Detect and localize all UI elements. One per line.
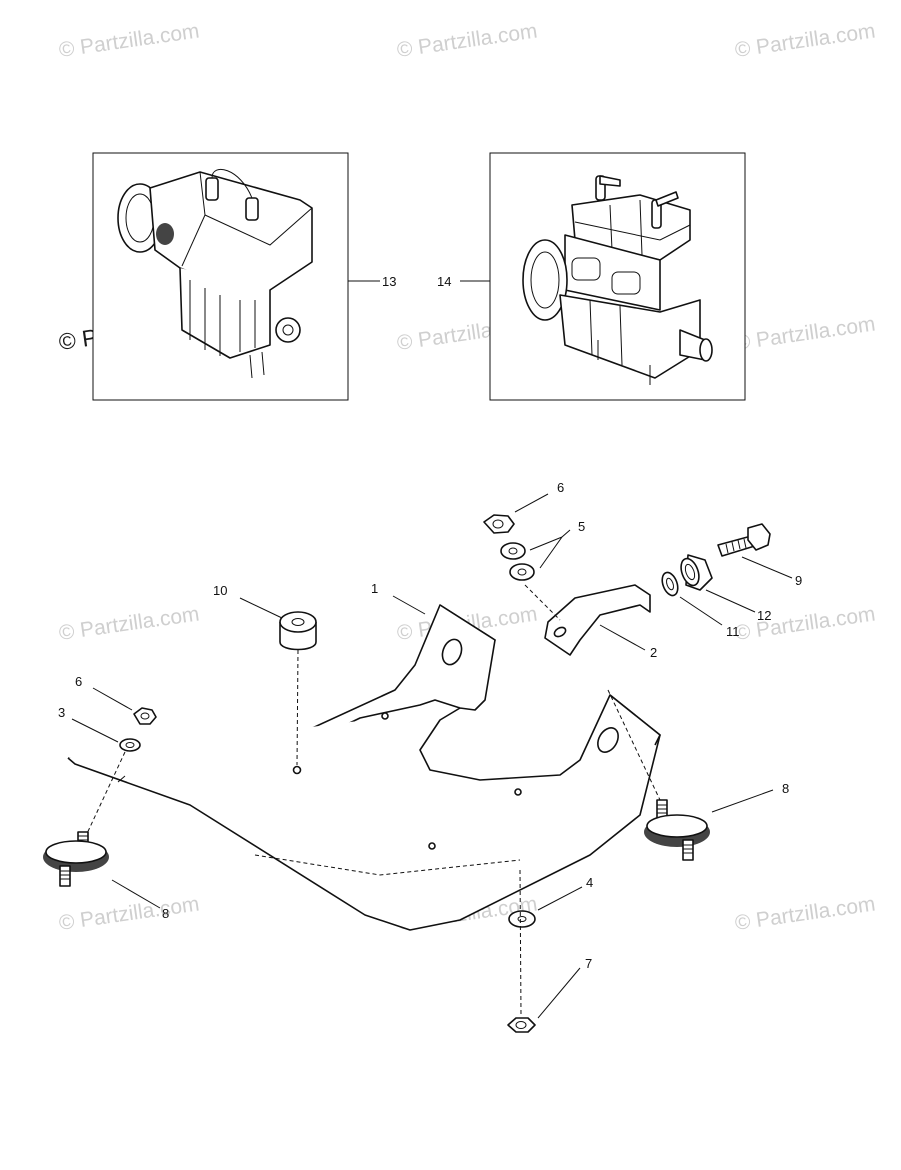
- nut-6-top[interactable]: [483, 514, 515, 534]
- bracket-2[interactable]: [544, 584, 651, 656]
- leader-4: [537, 886, 583, 911]
- rubber-mount-8-right[interactable]: [644, 799, 710, 861]
- callout-10: 10: [213, 583, 227, 598]
- leader-6-left: [92, 687, 133, 711]
- lock-washers-5[interactable]: [500, 542, 535, 581]
- callout-4: 4: [586, 875, 593, 890]
- callout-11: 11: [726, 624, 740, 639]
- spacer-12[interactable]: [678, 554, 713, 591]
- callout-9: 9: [795, 573, 802, 588]
- leader-10: [239, 597, 283, 619]
- rubber-mount-8-left[interactable]: [43, 831, 109, 887]
- leader-8-left: [111, 879, 161, 909]
- washer-11[interactable]: [659, 570, 680, 597]
- nut-6-left[interactable]: [133, 707, 157, 725]
- centerline-bracket: [524, 584, 561, 621]
- callout-5: 5: [578, 519, 585, 534]
- leader-2: [599, 624, 646, 651]
- leader-8-right: [711, 789, 774, 813]
- callout-12: 12: [757, 608, 771, 623]
- engine-mount-plate[interactable]: [67, 604, 661, 931]
- leader-7: [537, 967, 581, 1019]
- centerline-left-mount: [83, 751, 126, 841]
- centerline-right-mount: [607, 689, 661, 801]
- engine-13-panel[interactable]: 13: [92, 152, 396, 401]
- watermark: © Partzilla.com: [733, 312, 876, 354]
- watermark: © Partzilla.com: [733, 19, 876, 61]
- callout-14: 14: [437, 274, 451, 289]
- leader-3: [71, 718, 119, 743]
- watermark: © Partzilla.com: [57, 602, 200, 644]
- engine-13-illustration: [117, 168, 313, 379]
- leader-5: [529, 529, 571, 569]
- watermark: © Partzilla.com: [395, 19, 538, 61]
- nut-7[interactable]: [507, 1017, 536, 1033]
- watermark: © Partzilla.com: [733, 892, 876, 934]
- callout-6-top: 6: [557, 480, 564, 495]
- callout-6-left: 6: [75, 674, 82, 689]
- watermark: © Partzilla.com: [733, 602, 876, 644]
- washer-4[interactable]: [508, 910, 536, 928]
- watermark: © Partzilla.com: [57, 19, 200, 61]
- watermark: © Partzilla.com: [57, 892, 200, 934]
- callout-3: 3: [58, 705, 65, 720]
- bolt-9[interactable]: [717, 523, 771, 557]
- engine-14-illustration: [522, 175, 713, 385]
- callout-8-right: 8: [782, 781, 789, 796]
- callout-2: 2: [650, 645, 657, 660]
- leader-6-top: [514, 493, 549, 513]
- leader-12: [705, 589, 756, 613]
- callout-7: 7: [585, 956, 592, 971]
- centerline-bottom: [519, 869, 522, 1016]
- spacer-10[interactable]: [279, 611, 317, 651]
- washer-3[interactable]: [119, 738, 141, 752]
- engine-14-panel[interactable]: 14: [437, 152, 746, 401]
- centerline-spacer: [296, 649, 299, 766]
- leader-9: [741, 556, 793, 579]
- callout-8-left: 8: [162, 906, 169, 921]
- callout-1: 1: [371, 581, 378, 596]
- callout-13: 13: [382, 274, 396, 289]
- leader-11: [679, 596, 723, 626]
- leader-1: [392, 595, 426, 615]
